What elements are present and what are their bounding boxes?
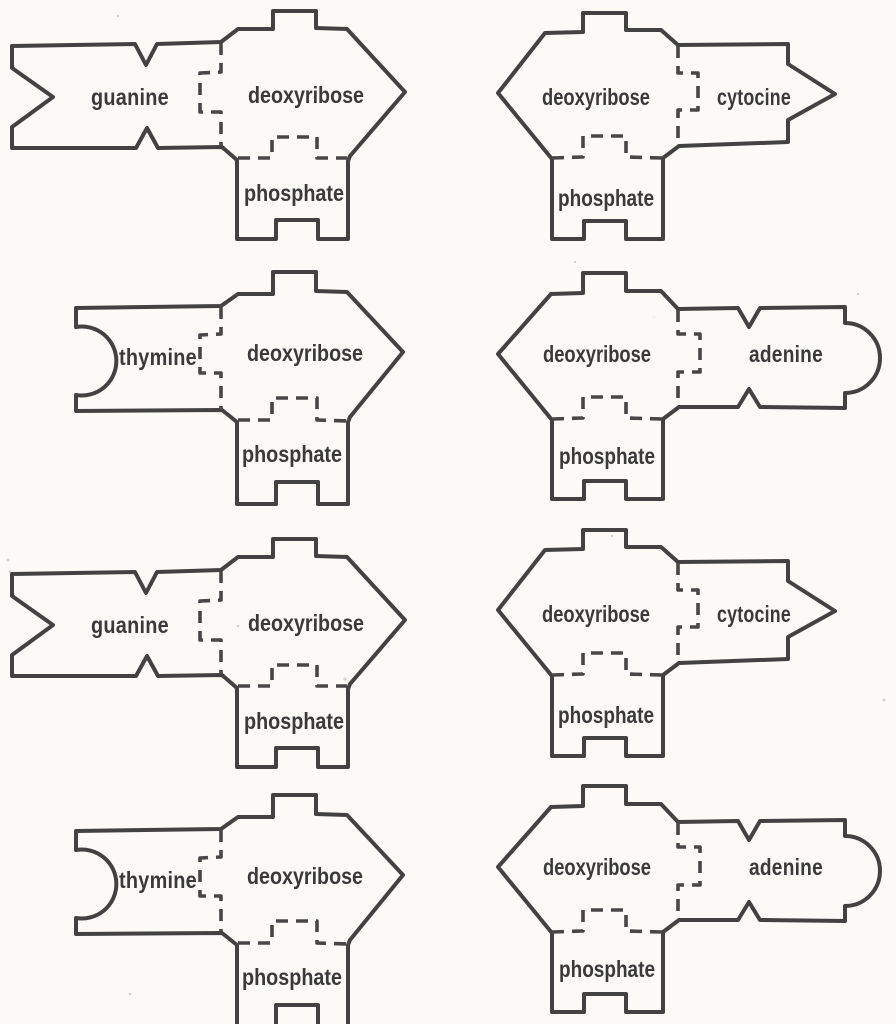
nucleotide-unit-5-guanine: guanine deoxyribose phosphate xyxy=(10,537,407,769)
sugar-phosphate-joint xyxy=(236,663,349,688)
unit-outline xyxy=(496,528,837,758)
base-sugar-joint xyxy=(198,828,223,934)
sugar-label: deoxyribose xyxy=(542,601,650,627)
nucleotide-unit-6-cytocine: deoxyribose cytocine phosphate xyxy=(496,528,837,758)
sugar-label: deoxyribose xyxy=(543,854,651,880)
phosphate-label: phosphate xyxy=(244,180,344,206)
base-label: adenine xyxy=(749,341,823,367)
sugar-label: deoxyribose xyxy=(247,340,363,366)
base-label: adenine xyxy=(749,854,823,880)
base-sugar-joint xyxy=(198,569,223,676)
nucleotide-unit-2-cytocine: deoxyribose cytocine phosphate xyxy=(496,11,837,241)
sugar-label: deoxyribose xyxy=(247,863,363,889)
phosphate-label: phosphate xyxy=(242,441,342,467)
nucleotide-unit-3-thymine: thymine deoxyribose phosphate xyxy=(74,270,405,506)
unit-outline xyxy=(74,270,405,506)
base-sugar-joint xyxy=(676,561,700,664)
phosphate-label: phosphate xyxy=(559,443,655,469)
base-label: guanine xyxy=(91,84,169,110)
sugar-phosphate-joint xyxy=(550,908,664,934)
base-label: guanine xyxy=(91,612,169,638)
phosphate-label: phosphate xyxy=(558,702,654,728)
base-label: thymine xyxy=(119,867,197,893)
phosphate-label: phosphate xyxy=(242,964,342,990)
base-label: thymine xyxy=(119,344,197,370)
sugar-label: deoxyribose xyxy=(248,82,364,108)
sugar-label: deoxyribose xyxy=(543,341,651,367)
base-sugar-joint xyxy=(676,821,702,921)
unit-outline xyxy=(10,9,407,241)
sugar-label: deoxyribose xyxy=(542,84,650,110)
base-sugar-joint xyxy=(676,308,702,408)
phosphate-label: phosphate xyxy=(558,185,654,211)
sugar-phosphate-joint xyxy=(236,135,349,160)
base-sugar-joint xyxy=(676,44,700,147)
nucleotide-unit-4-adenine: deoxyribose adenine phosphate xyxy=(496,271,882,501)
sugar-label: deoxyribose xyxy=(248,610,364,636)
base-sugar-joint xyxy=(198,41,223,148)
scan-speckles xyxy=(6,14,886,996)
sugar-phosphate-joint xyxy=(236,919,349,946)
unit-outline xyxy=(74,793,405,1024)
base-label: cytocine xyxy=(717,84,791,110)
sugar-phosphate-joint xyxy=(550,395,664,421)
unit-outline xyxy=(496,11,837,241)
sugar-phosphate-joint xyxy=(550,134,664,160)
nucleotide-unit-8-adenine: deoxyribose adenine phosphate xyxy=(496,784,882,1014)
unit-outline xyxy=(10,537,407,769)
sugar-phosphate-joint xyxy=(236,396,349,423)
base-sugar-joint xyxy=(198,305,223,411)
phosphate-label: phosphate xyxy=(559,956,655,982)
nucleotide-unit-1-guanine: guanine deoxyribose phosphate xyxy=(10,9,407,241)
phosphate-label: phosphate xyxy=(244,708,344,734)
unit-outline xyxy=(496,271,882,501)
base-label: cytocine xyxy=(717,601,791,627)
unit-outline xyxy=(496,784,882,1014)
nucleotide-unit-7-thymine: thymine deoxyribose phosphate xyxy=(74,793,405,1024)
sugar-phosphate-joint xyxy=(550,651,664,677)
